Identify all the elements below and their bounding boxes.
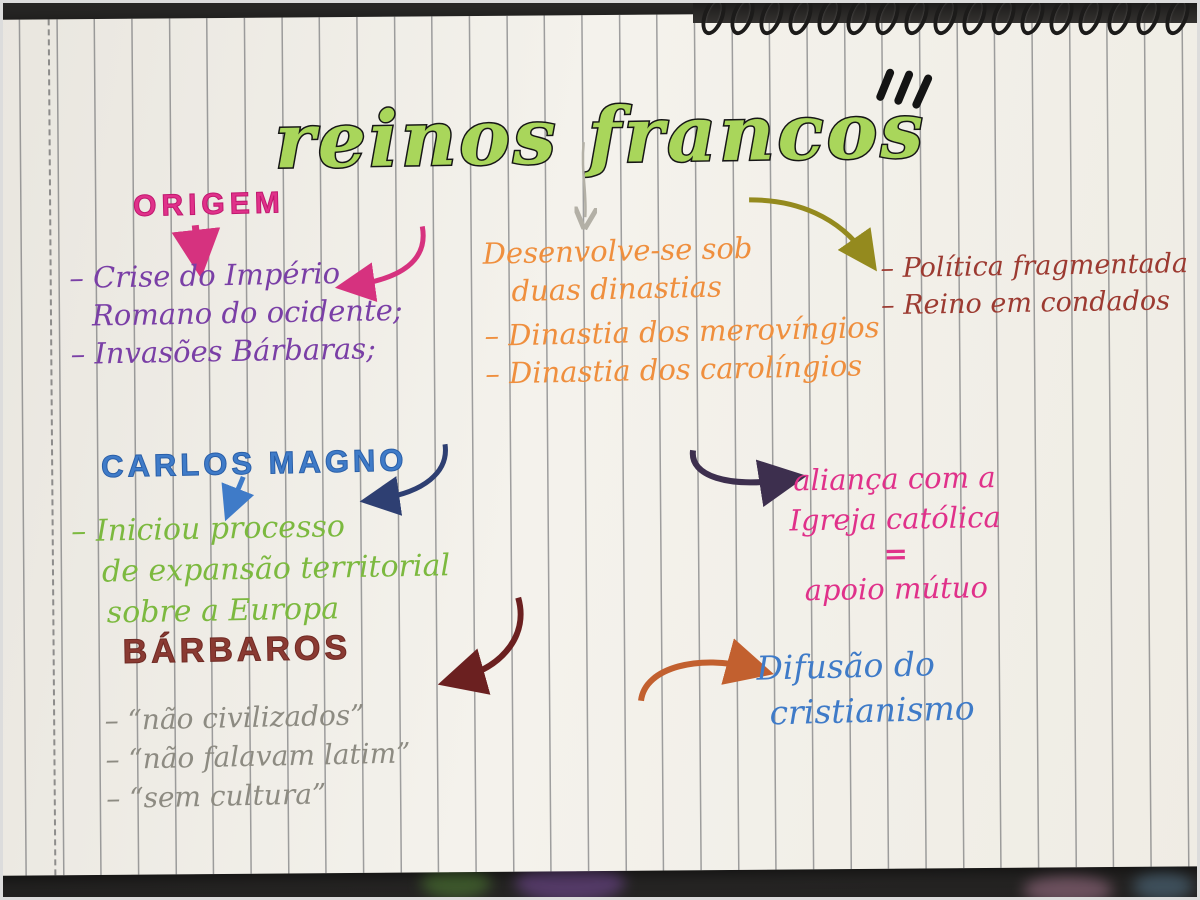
note-line: – Dinastia dos carolíngios bbox=[484, 348, 863, 391]
difusao-notes: Difusão do cristianismo bbox=[756, 640, 975, 735]
note-line: – Reino em condados bbox=[880, 285, 1171, 322]
note-line: Difusão do bbox=[755, 644, 936, 688]
note-line: = bbox=[883, 536, 909, 571]
note-line: de expansão territorial bbox=[101, 548, 451, 590]
pink-arrow-origem-down-icon bbox=[171, 224, 221, 279]
background-object-blue bbox=[1133, 871, 1193, 897]
notebook-page: reinos francos ORIGEM – Crise do Império… bbox=[3, 10, 1197, 876]
alianca-notes: aliança com a Igreja católica = apoio mú… bbox=[788, 457, 1002, 610]
note-line: – Iniciou processo bbox=[70, 509, 346, 550]
note-line: – “não falavam latim” bbox=[105, 736, 411, 777]
heading-barbaros: BÁRBAROS bbox=[122, 628, 352, 672]
pink-curved-arrow-icon bbox=[334, 225, 426, 303]
margin-stitch-line bbox=[47, 19, 57, 876]
darkred-curved-arrow-barbaros-icon bbox=[437, 596, 524, 695]
note-line: – “não civilizados” bbox=[104, 698, 365, 738]
note-line: apoio mútuo bbox=[804, 570, 989, 608]
pencil-arrow-title-down-icon bbox=[559, 142, 610, 232]
blue-arrow-carlos-down-icon bbox=[221, 475, 255, 522]
plum-arrow-alianca-icon bbox=[690, 449, 808, 508]
olive-arrow-politica-icon bbox=[749, 197, 877, 272]
navy-curved-arrow-carlos-icon bbox=[359, 443, 448, 516]
title-emphasis-marks bbox=[876, 68, 933, 109]
note-line: aliança com a bbox=[793, 460, 996, 498]
note-line: – Política fragmentada bbox=[880, 248, 1189, 285]
note-line: – “sem cultura” bbox=[105, 777, 327, 816]
carlos-magno-notes: – Iniciou processo de expansão territori… bbox=[71, 504, 451, 634]
politica-notes: – Política fragmentada – Reino em condad… bbox=[880, 245, 1189, 324]
note-line: cristianismo bbox=[769, 688, 976, 733]
background-object-pink bbox=[1023, 875, 1113, 897]
note-line: – Invasões Bárbaras; bbox=[70, 331, 377, 371]
note-line: sobre a Europa bbox=[106, 591, 340, 631]
barbaros-notes: – “não civilizados” – “não falavam latim… bbox=[104, 694, 412, 818]
note-line: Igreja católica bbox=[789, 499, 1002, 538]
orange-arrow-difusao-icon bbox=[638, 638, 774, 702]
spiral-binding-strip bbox=[693, 3, 1197, 23]
heading-origem: ORIGEM bbox=[132, 186, 286, 224]
